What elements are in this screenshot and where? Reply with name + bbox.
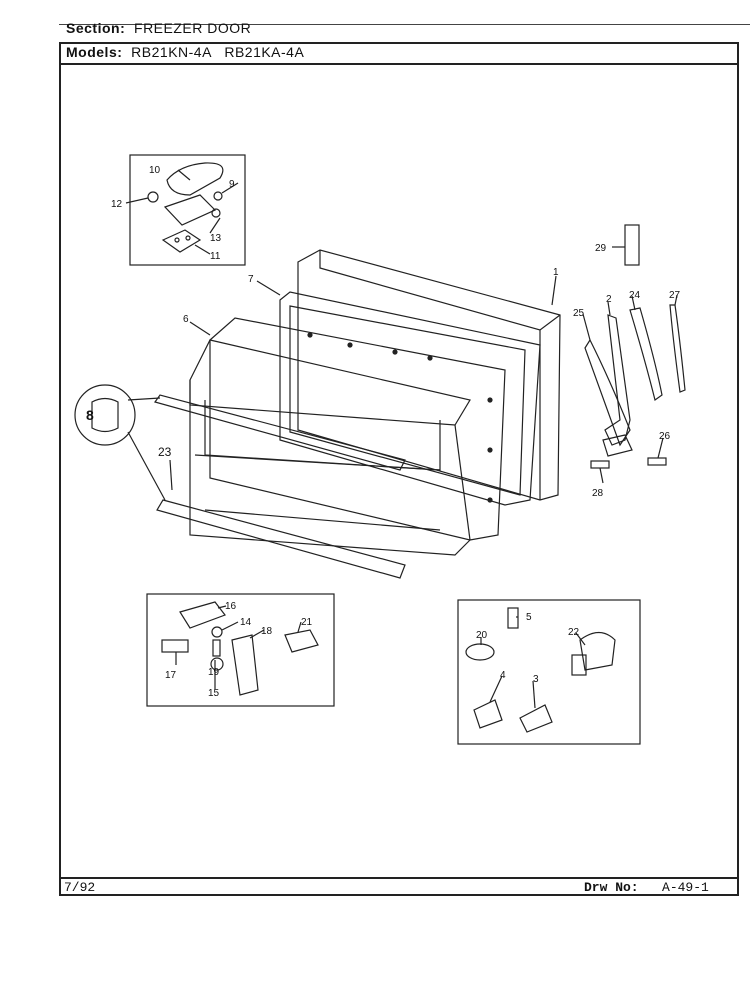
callout-3: 3 [533, 674, 539, 685]
callout-28: 28 [592, 488, 604, 499]
part-17-shim [161, 639, 189, 653]
callout-23: 23 [158, 445, 172, 459]
drw-value: A-49-1 [662, 880, 709, 895]
callout-27: 27 [669, 290, 681, 301]
model-1: RB21KN-4A [131, 44, 212, 60]
footer-rule [59, 877, 739, 879]
models-row: Models: RB21KN-4A RB21KA-4A [66, 44, 304, 60]
callout-2: 2 [606, 294, 612, 305]
callout-26: 26 [659, 431, 671, 442]
part-13-washer [211, 208, 221, 218]
callout-18: 18 [261, 626, 273, 637]
part-8-clip [91, 397, 119, 433]
part-3-bracket [519, 704, 553, 733]
part-6-inner-door-liner [209, 317, 506, 541]
part-10-hinge-cover [166, 162, 224, 196]
callout-4: 4 [500, 670, 506, 681]
hinge-bottom-inset-box [146, 593, 335, 707]
callout-1: 1 [553, 267, 559, 278]
callout-22: 22 [568, 627, 580, 638]
part-28-spacer [590, 460, 610, 469]
models-label: Models: [66, 44, 123, 60]
part-11-hinge-base [161, 229, 202, 253]
callout-20: 20 [476, 630, 488, 641]
part-26-plug [647, 457, 667, 466]
top-rule [59, 24, 750, 25]
part-9-hinge-plate [163, 194, 217, 226]
models-rule [59, 63, 739, 65]
part-18-hinge-bracket [231, 634, 259, 696]
model-2: RB21KA-4A [224, 44, 305, 60]
drawing-frame [59, 42, 739, 896]
part-9-pin [213, 191, 223, 201]
section-row: Section: FREEZER DOOR [66, 20, 251, 36]
drawing-number: Drw No: A-49-1 [584, 880, 709, 895]
part-22-hinge [579, 631, 616, 671]
hinge-inset-box [129, 154, 246, 266]
liner-screws [307, 332, 493, 503]
section-value: FREEZER DOOR [134, 20, 252, 36]
callout-10: 10 [149, 165, 161, 176]
part-14-washer [211, 626, 223, 638]
callout-19: 19 [208, 667, 220, 678]
part-29-handle-end [624, 224, 640, 266]
hardware-inset-box [457, 599, 641, 745]
callout-25: 25 [573, 308, 585, 319]
callout-13: 13 [210, 233, 222, 244]
handle-mount [602, 434, 633, 457]
part-23-upper-rail [154, 394, 406, 471]
callout-24: 24 [629, 290, 641, 301]
part-22-hinge-block [571, 654, 587, 676]
callout-21: 21 [301, 617, 313, 628]
callout-15: 15 [208, 688, 220, 699]
footer-date: 7/92 [64, 880, 96, 895]
callout-6: 6 [183, 314, 189, 325]
callout-8: 8 [86, 407, 94, 423]
callout-9: 9 [229, 179, 235, 190]
part-27-trim-strip [669, 304, 686, 393]
callout-7: 7 [248, 274, 254, 285]
callout-12: 12 [111, 199, 123, 210]
callout-14: 14 [240, 617, 252, 628]
drw-label: Drw No: [584, 880, 639, 895]
part-25-handle-strip [584, 338, 631, 447]
callout-labels: 1 2 3 4 5 6 7 8 9 10 11 12 13 14 15 16 1… [86, 165, 681, 699]
section-label: Section: [66, 20, 126, 36]
part-5-screw [507, 607, 519, 629]
part-7-door-gasket [279, 291, 541, 506]
callout-5: 5 [526, 612, 532, 623]
part-21-cover [284, 629, 319, 653]
part-15-bushing [210, 657, 224, 671]
callout-16: 16 [225, 601, 237, 612]
callout-29: 29 [595, 243, 607, 254]
callout-11: 11 [210, 251, 221, 262]
part-16-bracket [179, 601, 226, 629]
upper-shelf [189, 339, 471, 426]
callout-17: 17 [165, 670, 177, 681]
part-12-cap [147, 191, 159, 203]
part-20-plug [465, 643, 495, 661]
part-2-handle-bracket [604, 314, 631, 446]
part-4-bracket [473, 699, 503, 729]
part-8-detail-circle [74, 384, 136, 446]
part-24-handle-trim [629, 307, 663, 402]
part-23-lower-rail [156, 499, 406, 579]
part-19-pin [212, 639, 221, 657]
